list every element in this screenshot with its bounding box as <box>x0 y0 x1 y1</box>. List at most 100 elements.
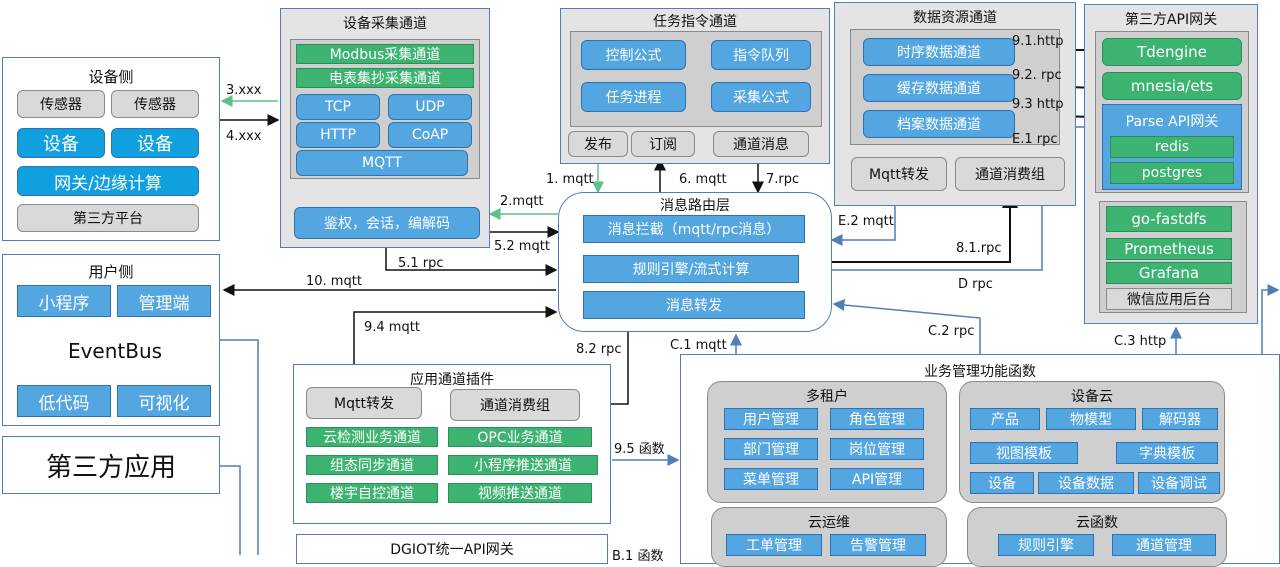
formula-box: 采集公式 <box>711 82 811 112</box>
wechat-box: 微信应用后台 <box>1106 288 1232 310</box>
router-title: 消息路由层 <box>660 198 730 214</box>
process-box: 任务进程 <box>581 82 686 112</box>
app-plugin-panel: 应用通道插件 Mqtt转发 通道消费组 云检测业务通道 OPC业务通道 组态同步… <box>293 364 611 524</box>
sensor-box: 传感器 <box>17 90 105 118</box>
redis-box: redis <box>1110 136 1234 158</box>
resource-mqtt-forward-box: Mqtt转发 <box>851 157 947 191</box>
label-2: 2.mqtt <box>500 194 544 209</box>
func-item: 通道管理 <box>1112 534 1216 556</box>
api-inner-b: go-fastdfs Prometheus Grafana 微信应用后台 <box>1099 201 1247 313</box>
label-52: 5.2 mqtt <box>494 239 550 254</box>
label-c2: C.2 rpc <box>928 324 975 339</box>
arrow-e2 <box>830 193 896 246</box>
plugin-channel-box: 视频推送通道 <box>448 483 592 503</box>
tenant-item: 部门管理 <box>724 438 818 460</box>
tenant-item: 角色管理 <box>830 408 924 430</box>
plugin-channel-box: 云检测业务通道 <box>306 427 438 447</box>
plugin-channel-box: 楼宇自控通道 <box>306 483 438 503</box>
arrow-81 <box>832 192 1018 263</box>
label-d: D rpc <box>958 277 993 292</box>
meter-box: 电表集抄采集通道 <box>296 68 474 88</box>
prometheus-box: Prometheus <box>1106 238 1232 260</box>
third-app-box: 第三方应用 <box>2 436 220 494</box>
task-inner: 控制公式 指令队列 任务进程 采集公式 <box>570 31 822 127</box>
label-1: 1. mqtt <box>546 172 594 187</box>
label-10: 10. mqtt <box>306 274 362 289</box>
api-gateway-panel: 第三方API网关 Tdengine mnesia/ets Parse API网关… <box>1084 4 1258 324</box>
device-side-panel: 设备侧 传感器 传感器 设备 设备 网关/边缘计算 第三方平台 <box>2 57 220 241</box>
plugin-channel-box: 小程序推送通道 <box>448 455 598 475</box>
third-platform-box: 第三方平台 <box>17 204 199 232</box>
cloud-item: 设备数据 <box>1038 472 1134 494</box>
cloud-item: 解码器 <box>1142 408 1218 430</box>
plugin-mqtt-forward-box: Mqtt转发 <box>306 387 422 419</box>
tenant-item: 菜单管理 <box>724 468 818 490</box>
intercept-box: 消息拦截（mqtt/rpc消息） <box>583 215 805 243</box>
device-box: 设备 <box>17 128 105 158</box>
label-82: 8.2 rpc <box>576 342 622 357</box>
label-94: 9.4 mqtt <box>364 320 420 335</box>
tenant-title: 多租户 <box>806 389 848 405</box>
visual-box: 可视化 <box>117 385 211 417</box>
tenant-group: 多租户 用户管理 角色管理 部门管理 岗位管理 菜单管理 API管理 <box>707 381 947 503</box>
collect-inner: Modbus采集通道 电表集抄采集通道 TCP UDP HTTP CoAP MQ… <box>290 39 480 179</box>
label-c3: C.3 http <box>1114 334 1167 349</box>
auth-box: 鉴权，会话，编解码 <box>294 207 480 239</box>
http-box: HTTP <box>296 122 380 148</box>
tdengine-box: Tdengine <box>1102 38 1242 66</box>
channel-msg-box: 通道消息 <box>713 131 809 157</box>
parse-gateway-label: Parse API网关 <box>1125 114 1219 130</box>
device-box: 设备 <box>111 128 199 158</box>
label-e1: E.1 rpc <box>1012 132 1058 147</box>
func-item: 规则引擎 <box>998 534 1094 556</box>
collect-channel-panel: 设备采集通道 Modbus采集通道 电表集抄采集通道 TCP UDP HTTP … <box>280 8 490 248</box>
label-c1: C.1 mqtt <box>670 338 727 353</box>
plugin-consumer-box: 通道消费组 <box>450 389 580 421</box>
cloud-item: 物模型 <box>1046 408 1136 430</box>
link-third-app <box>220 465 241 555</box>
user-side-panel: 用户侧 小程序 管理端 EventBus 低代码 可视化 <box>2 254 220 426</box>
label-92: 9.2. rpc <box>1012 68 1062 83</box>
resource-channel-panel: 数据资源通道 时序数据通道 缓存数据通道 档案数据通道 Mqtt转发 通道消费组 <box>834 2 1076 206</box>
label-91: 9.1.http <box>1012 34 1064 49</box>
arrow-51 <box>385 240 558 276</box>
cloud-item: 设备调试 <box>1138 472 1220 494</box>
dgiot-title: DGIOT统一API网关 <box>390 542 514 558</box>
api-title: 第三方API网关 <box>1124 12 1218 28</box>
label-e2: E.2 mqtt <box>838 214 894 229</box>
cloud-ops-title: 云运维 <box>808 515 850 531</box>
cloud-func-group: 云函数 规则引擎 通道管理 <box>967 507 1227 567</box>
admin-box: 管理端 <box>117 285 211 317</box>
lowcode-box: 低代码 <box>17 385 111 417</box>
publish-box: 发布 <box>568 131 628 157</box>
resource-consumer-box: 通道消费组 <box>955 157 1065 191</box>
biz-functions-panel: 业务管理功能函数 多租户 用户管理 角色管理 部门管理 岗位管理 菜单管理 AP… <box>680 354 1280 567</box>
device-cloud-title: 设备云 <box>1071 389 1113 405</box>
timeseries-box: 时序数据通道 <box>863 38 1015 66</box>
forward-box: 消息转发 <box>583 291 805 319</box>
postgres-box: postgres <box>1110 162 1234 184</box>
resource-inner: 时序数据通道 缓存数据通道 档案数据通道 <box>850 29 1060 145</box>
biz-title: 业务管理功能函数 <box>924 364 1036 380</box>
plugin-channel-box: 组态同步通道 <box>306 455 438 475</box>
link-user-side <box>220 339 259 555</box>
collect-title: 设备采集通道 <box>343 16 427 32</box>
device-cloud-group: 设备云 产品 物模型 解码器 视图模板 字典模板 设备 设备数据 设备调试 <box>959 381 1225 503</box>
label-6: 6. mqtt <box>679 172 727 187</box>
mqtt-box: MQTT <box>296 150 468 176</box>
resource-title: 数据资源通道 <box>913 10 997 26</box>
dgiot-gateway-panel: DGIOT统一API网关 <box>296 534 608 564</box>
cache-box: 缓存数据通道 <box>863 74 1015 102</box>
label-3: 3.xxx <box>226 83 262 98</box>
arrow-c2 <box>832 299 981 354</box>
sensor-box: 传感器 <box>111 90 199 118</box>
plugin-channel-box: OPC业务通道 <box>448 427 592 447</box>
plugin-title: 应用通道插件 <box>410 372 494 388</box>
label-7: 7.rpc <box>766 172 800 187</box>
label-95: 9.5 函数 <box>614 442 665 457</box>
cloud-item: 设备 <box>970 472 1034 494</box>
subscribe-box: 订阅 <box>631 131 695 157</box>
tenant-item: 用户管理 <box>724 408 818 430</box>
queue-box: 指令队列 <box>711 40 811 70</box>
modbus-box: Modbus采集通道 <box>296 44 474 64</box>
